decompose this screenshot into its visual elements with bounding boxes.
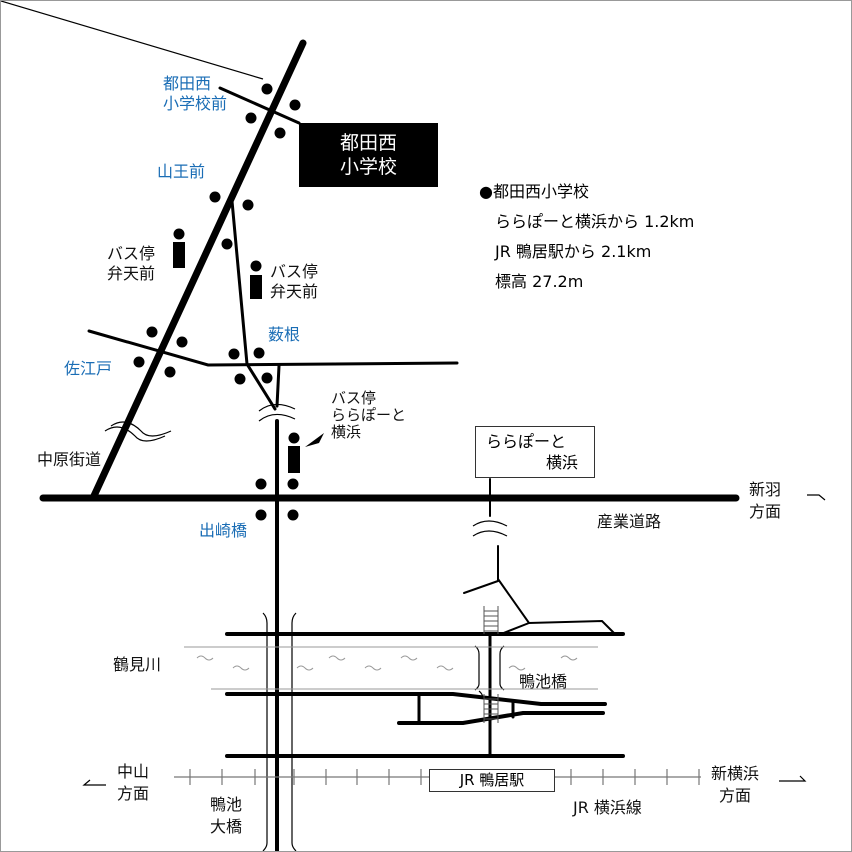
label-line: 中山 (117, 762, 150, 781)
label-line: 大橋 (210, 817, 243, 836)
info-lalaport-distance: ららぽーと横浜から 1.2km (495, 212, 695, 231)
label-line: ららぽーと (331, 406, 407, 424)
school-marker: 都田西 小学校 (299, 123, 438, 187)
label-sanno-mae: 山王前 (157, 162, 206, 181)
label-line: 新横浜 (711, 764, 760, 783)
label-line: 新羽 (749, 480, 782, 499)
saedo-road (87, 329, 459, 367)
direction-shin-yokohama: 新横浜方面 (711, 763, 759, 807)
label-bus-stop-lalaport: バス停ららぽーと横浜 (331, 390, 406, 441)
label-line: 鴨池 (210, 795, 243, 814)
label-yabune: 薮根 (268, 325, 301, 344)
label-line: 弁天前 (270, 282, 319, 301)
jr-yokohama-line (174, 769, 701, 785)
school-info: ●都田西小学校 ららぽーと横浜から 1.2km JR 鴨居駅から 2.1km 標… (479, 177, 694, 297)
label-kamoike-bridge: 鴨池橋 (519, 672, 568, 691)
label-tsudanishi-mae: 都田西小学校前 (163, 74, 227, 114)
label-tsurumi-river: 鶴見川 (113, 655, 162, 674)
lalaport-marker: ららぽーと 横浜 (475, 426, 595, 478)
label-line: ららぽーと (486, 432, 567, 451)
label-nakahara-kaido: 中原街道 (37, 450, 102, 469)
label-line: バス停 (270, 262, 319, 281)
direction-nakayama: 中山方面 (117, 761, 149, 805)
label-dezakibashi: 出崎橋 (199, 521, 248, 540)
label-line: 方面 (719, 786, 752, 805)
label-line: 小学校 (339, 156, 397, 178)
label-line: 小学校前 (163, 94, 228, 113)
label-saedo: 佐江戸 (64, 359, 113, 378)
label-line: バス停 (107, 244, 156, 263)
info-title: ●都田西小学校 (479, 182, 589, 201)
intersection-dots (133, 83, 301, 521)
direction-shinba: 新羽方面 (749, 479, 781, 523)
info-elevation: 標高 27.2m (495, 272, 584, 291)
kamoi-station-marker: JR 鴨居駅 (429, 769, 555, 792)
label-line: 都田西 (339, 132, 397, 154)
label-line: 弁天前 (107, 264, 156, 283)
bus-stop-icons (173, 228, 324, 473)
label-line: 横浜 (546, 453, 579, 472)
label-line: 都田西 (163, 74, 212, 93)
label-line: 方面 (117, 784, 150, 803)
label-line: バス停 (331, 389, 377, 407)
yabune-road (275, 364, 281, 408)
tsurumi-river (184, 646, 598, 690)
school-road (218, 86, 301, 125)
info-station-distance: JR 鴨居駅から 2.1km (495, 242, 652, 261)
label-sangyo-doro: 産業道路 (597, 512, 662, 531)
label-bus-stop-benten-left: バス停弁天前 (107, 244, 155, 284)
label-kamoike-ohashi: 鴨池大橋 (210, 794, 242, 838)
label-jr-yokohama-line: JR 横浜線 (573, 798, 642, 817)
label-line: 横浜 (331, 423, 362, 441)
label-line: 方面 (749, 502, 782, 521)
label-bus-stop-benten-right: バス停弁天前 (270, 262, 318, 302)
